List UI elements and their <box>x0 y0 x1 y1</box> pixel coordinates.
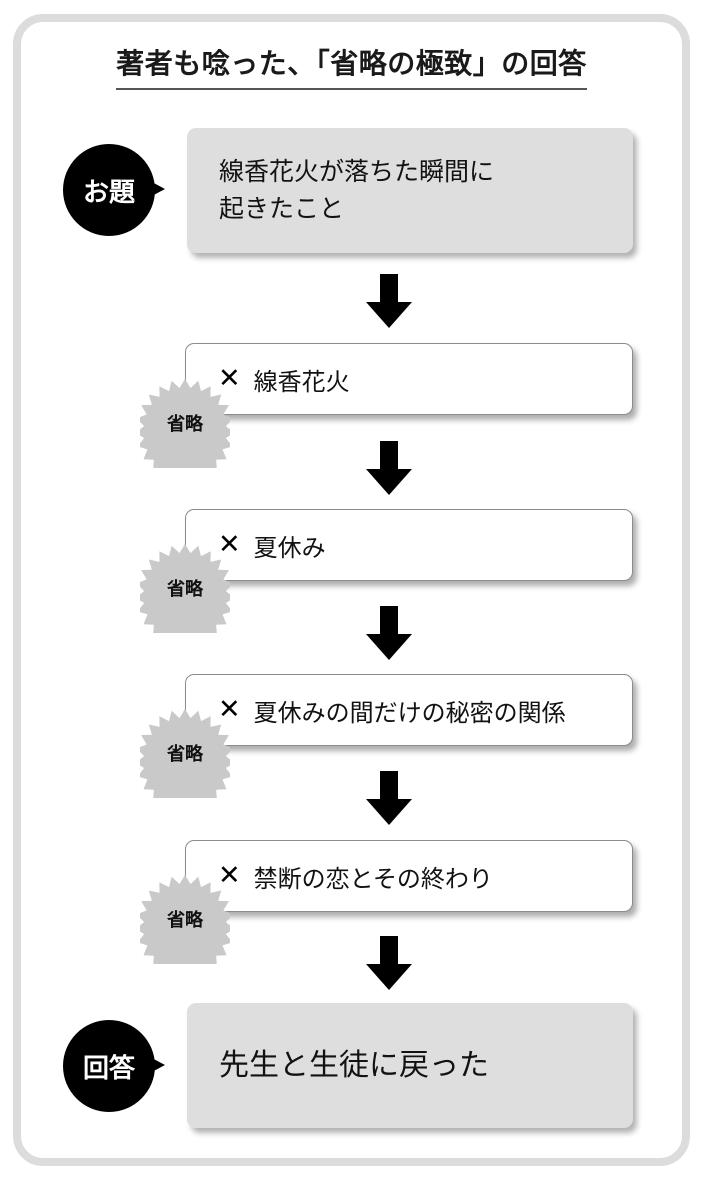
prompt-box: 線香花火が落ちた瞬間に 起きたこと <box>187 128 633 253</box>
omission-badge-1: 省略 <box>140 378 230 468</box>
page-title: 著者も唸った、「省略の極致」の回答 <box>0 42 703 90</box>
omission-badge-3-label: 省略 <box>167 744 203 764</box>
cross-mark-icon-4: ✕ <box>218 859 241 890</box>
arrow-down-icon-1 <box>366 274 412 328</box>
omitted-box-3: ✕ 夏休みの間だけの秘密の関係 <box>185 674 633 746</box>
omission-badge-2: 省略 <box>140 543 230 633</box>
answer-box-inner: 先生と生徒に戻った <box>219 1003 617 1128</box>
arrow-down-icon-2 <box>366 441 412 495</box>
answer-badge-label: 回答 <box>82 1053 135 1083</box>
prompt-box-inner: 線香花火が落ちた瞬間に 起きたこと <box>219 128 617 253</box>
omission-badge-3: 省略 <box>140 708 230 798</box>
arrow-down-icon-5 <box>366 936 412 990</box>
prompt-badge-tail <box>133 172 165 206</box>
omission-badge-1-label: 省略 <box>167 414 203 434</box>
answer-badge: 回答 <box>63 1020 165 1112</box>
cross-mark-icon-2: ✕ <box>218 528 241 559</box>
omission-badge-2-label: 省略 <box>167 579 203 599</box>
page-title-text: 著者も唸った、「省略の極致」の回答 <box>116 42 587 90</box>
omitted-label-4: 禁断の恋とその終わり <box>253 865 493 893</box>
omitted-label-2: 夏休み <box>253 534 326 562</box>
prompt-badge-label: お題 <box>82 177 135 207</box>
omitted-row-3: ✕ 夏休みの間だけの秘密の関係 <box>218 693 616 728</box>
prompt-line-1: 線香花火が落ちた瞬間に <box>219 158 495 187</box>
arrow-down-icon-4 <box>366 771 412 825</box>
omitted-box-2-inner: ✕ 夏休み <box>218 510 616 580</box>
prompt-badge: お題 <box>63 144 165 236</box>
omitted-box-1-inner: ✕ 線香花火 <box>218 344 616 414</box>
omission-badge-4: 省略 <box>140 874 230 964</box>
answer-box: 先生と生徒に戻った <box>187 1003 633 1128</box>
cross-mark-icon-1: ✕ <box>218 362 241 393</box>
omitted-row-1: ✕ 線香花火 <box>218 362 616 397</box>
omitted-row-4: ✕ 禁断の恋とその終わり <box>218 859 616 894</box>
cross-mark-icon-3: ✕ <box>218 693 241 724</box>
answer-line-1: 先生と生徒に戻った <box>219 1048 489 1082</box>
omitted-row-2: ✕ 夏休み <box>218 528 616 563</box>
omitted-box-2: ✕ 夏休み <box>185 509 633 581</box>
omitted-label-1: 線香花火 <box>253 368 350 396</box>
omitted-box-4: ✕ 禁断の恋とその終わり <box>185 840 633 912</box>
omitted-box-3-inner: ✕ 夏休みの間だけの秘密の関係 <box>218 675 616 745</box>
omission-badge-4-label: 省略 <box>167 910 203 930</box>
omitted-box-1: ✕ 線香花火 <box>185 343 633 415</box>
omitted-label-3: 夏休みの間だけの秘密の関係 <box>253 699 566 727</box>
arrow-down-icon-3 <box>366 606 412 660</box>
omitted-box-4-inner: ✕ 禁断の恋とその終わり <box>218 841 616 911</box>
prompt-line-2: 起きたこと <box>219 194 345 223</box>
answer-badge-tail <box>133 1048 165 1082</box>
